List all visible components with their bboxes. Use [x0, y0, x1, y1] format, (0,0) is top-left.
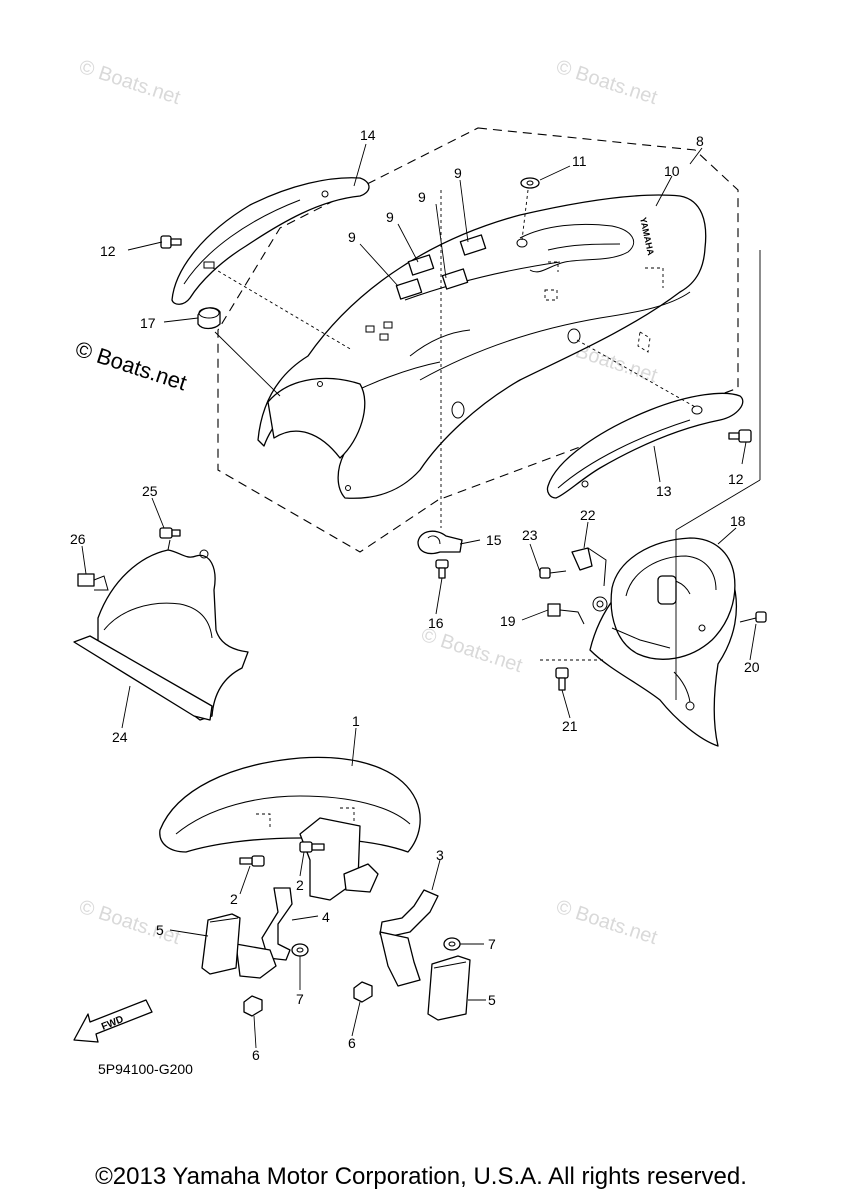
callout-2: 2 — [230, 891, 238, 907]
bolt[interactable] — [555, 667, 569, 691]
callout-13: 13 — [656, 483, 672, 499]
callout-9: 9 — [348, 229, 356, 245]
callout-9: 9 — [454, 165, 462, 181]
callout-2: 2 — [296, 877, 304, 893]
side-cover-right[interactable] — [546, 392, 744, 499]
callout-4: 4 — [322, 909, 330, 925]
bolt[interactable] — [239, 855, 265, 867]
reflector[interactable] — [201, 913, 241, 975]
nut[interactable] — [243, 995, 263, 1017]
callout-10: 10 — [664, 163, 680, 179]
watermark-main: © Boats.net — [72, 336, 189, 395]
callout-5: 5 — [488, 992, 496, 1008]
callout-12: 12 — [728, 471, 744, 487]
callout-7: 7 — [296, 991, 304, 1007]
callout-23: 23 — [522, 527, 538, 543]
screw[interactable] — [728, 429, 752, 443]
rear-fender-assembly[interactable]: YAMAHA — [217, 127, 739, 553]
assembly-boundary — [217, 127, 739, 553]
callout-3: 3 — [436, 847, 444, 863]
pad[interactable] — [441, 268, 469, 290]
pad[interactable] — [407, 254, 435, 276]
callout-9: 9 — [386, 209, 394, 225]
pad[interactable] — [459, 234, 487, 256]
flame-graphic — [519, 223, 634, 273]
callout-19: 19 — [500, 613, 516, 629]
callout-5: 5 — [156, 922, 164, 938]
pad[interactable] — [395, 278, 423, 300]
front-fender-body[interactable] — [159, 756, 421, 853]
callout-24: 24 — [112, 729, 128, 745]
screw[interactable] — [160, 235, 182, 249]
callout-6: 6 — [252, 1047, 260, 1063]
callout-22: 22 — [580, 507, 596, 523]
watermark: © Boats.net — [76, 56, 183, 109]
callout-18: 18 — [730, 513, 746, 529]
callout-7: 7 — [488, 936, 496, 952]
bolt[interactable] — [739, 611, 767, 623]
grommet[interactable] — [197, 307, 221, 330]
callout-14: 14 — [360, 127, 376, 143]
washer[interactable] — [443, 937, 461, 951]
watermark: © Boats.net — [553, 56, 660, 109]
washer[interactable] — [291, 943, 309, 957]
side-cover-left[interactable] — [171, 177, 370, 305]
callout-labels: 1 2 2 3 4 5 5 6 6 7 7 8 9 9 9 9 10 11 12… — [70, 127, 760, 1063]
clip[interactable] — [77, 573, 109, 591]
fwd-arrow-icon: FWD — [73, 999, 153, 1043]
brace[interactable] — [379, 889, 439, 937]
washer[interactable] — [520, 177, 540, 189]
callout-12: 12 — [100, 243, 116, 259]
callout-26: 26 — [70, 531, 86, 547]
leader-lines — [81, 143, 757, 1049]
screw[interactable] — [539, 567, 567, 579]
bracket[interactable] — [571, 547, 607, 587]
nut[interactable] — [547, 603, 585, 625]
clip[interactable] — [417, 530, 463, 555]
callout-6: 6 — [348, 1035, 356, 1051]
callout-20: 20 — [744, 659, 760, 675]
nut[interactable] — [353, 981, 373, 1003]
tail-light-assembly[interactable] — [589, 250, 761, 747]
callout-21: 21 — [562, 718, 578, 734]
callout-15: 15 — [486, 532, 502, 548]
callout-16: 16 — [428, 615, 444, 631]
headlight-cover[interactable] — [73, 539, 249, 721]
watermark: © Boats.net — [553, 896, 660, 949]
callout-1: 1 — [352, 713, 360, 729]
bolt[interactable] — [435, 559, 449, 579]
callout-9: 9 — [418, 189, 426, 205]
watermark: © Boats.net — [76, 896, 183, 949]
diagram-code: 5P94100-G200 — [98, 1061, 193, 1077]
watermark: © Boats.net — [418, 624, 525, 677]
reflector[interactable] — [427, 955, 471, 1021]
brace[interactable] — [261, 887, 293, 961]
screw[interactable] — [159, 527, 181, 539]
front-fender[interactable] — [159, 756, 421, 901]
callout-17: 17 — [140, 315, 156, 331]
bolt[interactable] — [299, 841, 325, 853]
callout-8: 8 — [696, 133, 704, 149]
copyright-notice: ©2013 Yamaha Motor Corporation, U.S.A. A… — [95, 1163, 747, 1190]
callout-25: 25 — [142, 483, 158, 499]
callout-11: 11 — [572, 153, 587, 169]
